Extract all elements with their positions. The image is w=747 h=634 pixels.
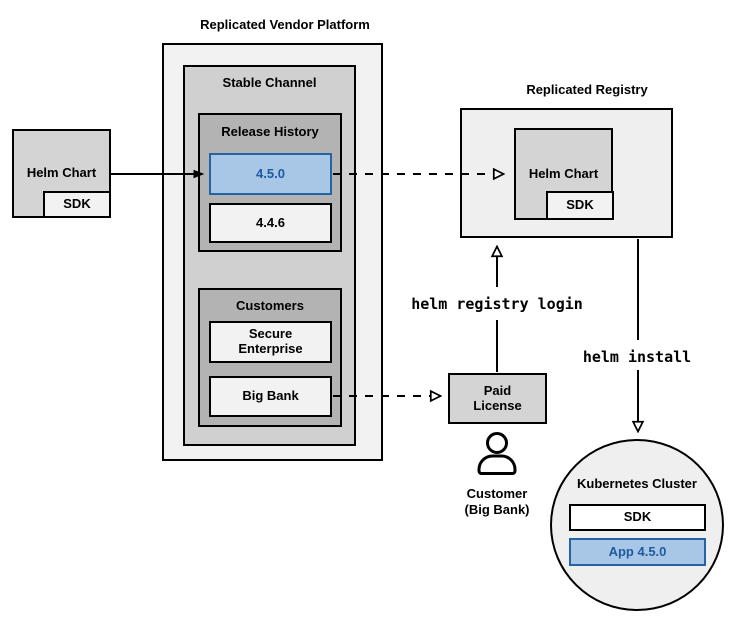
cluster-sdk-label: SDK (623, 509, 652, 525)
customer-big-bank-box: Big Bank (209, 376, 332, 417)
release-4-4-6-label: 4.4.6 (256, 214, 285, 230)
release-4-5-0-box: 4.5.0 (209, 153, 332, 195)
registry-title: Replicated Registry (526, 82, 648, 97)
release-4-5-0-label: 4.5.0 (256, 165, 285, 181)
source-helm-chart-label: Helm Chart (26, 165, 97, 181)
customers-label: Customers (236, 298, 304, 313)
paid-license-box: Paid License (448, 373, 547, 424)
registry-helm-chart-label: Helm Chart (528, 165, 599, 181)
paid-license-label: Paid License (473, 382, 522, 413)
release-history-label: Release History (221, 124, 319, 139)
cluster-app-label: App 4.5.0 (608, 543, 667, 559)
source-sdk-box: SDK (43, 191, 111, 218)
cluster-sdk-box: SDK (569, 504, 706, 531)
kubernetes-cluster-title: Kubernetes Cluster (577, 476, 697, 491)
customer-secure-enterprise-label: Secure Enterprise (238, 326, 303, 356)
registry-sdk-box: SDK (546, 191, 614, 220)
registry-sdk-label: SDK (566, 197, 594, 213)
helm-registry-login-command: helm registry login (411, 295, 583, 313)
cluster-app-box: App 4.5.0 (569, 538, 706, 566)
release-4-4-6-box: 4.4.6 (209, 203, 332, 243)
customer-caption: Customer (Big Bank) (447, 486, 547, 517)
customer-caption-text: Customer (Big Bank) (464, 486, 530, 517)
source-sdk-label: SDK (63, 196, 91, 212)
person-icon (477, 432, 517, 475)
customer-big-bank-label: Big Bank (242, 388, 299, 404)
helm-install-command: helm install (582, 348, 692, 366)
stable-channel-label: Stable Channel (222, 75, 317, 90)
customer-secure-enterprise-box: Secure Enterprise (209, 321, 332, 363)
vendor-platform-title: Replicated Vendor Platform (200, 17, 370, 32)
